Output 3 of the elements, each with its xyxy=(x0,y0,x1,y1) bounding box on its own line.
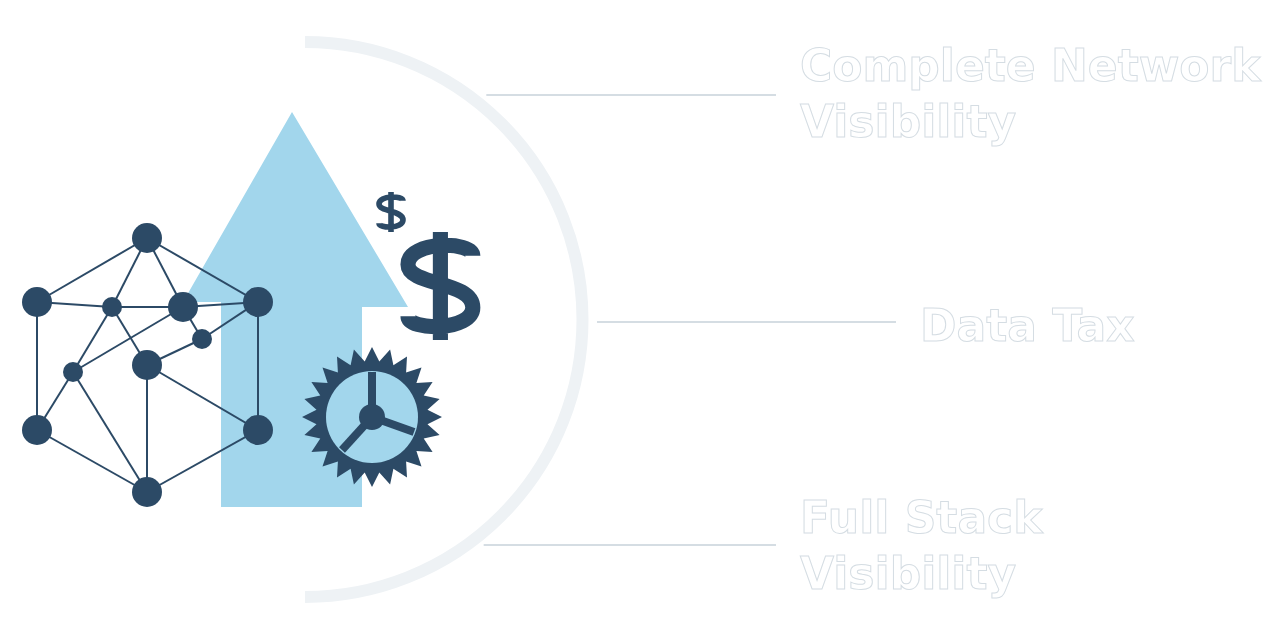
leader-line xyxy=(485,94,777,96)
leader-line xyxy=(482,544,777,546)
leader-line xyxy=(596,321,897,323)
